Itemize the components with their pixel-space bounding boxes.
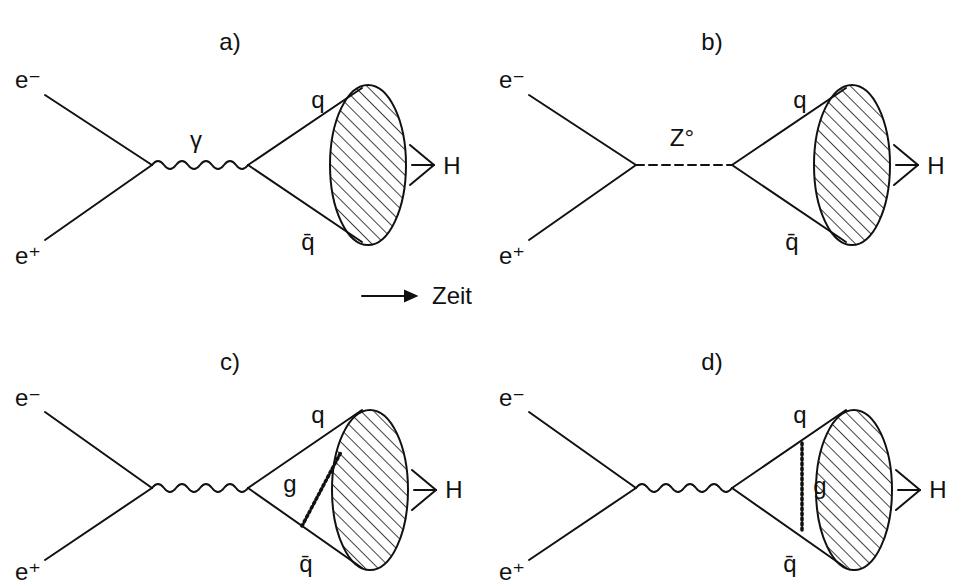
particle-label: e⁻ xyxy=(15,386,41,410)
hadron-label: H xyxy=(929,478,946,502)
particle-label: γ xyxy=(190,128,202,152)
time-axis-label: Zeit xyxy=(432,284,472,308)
particle-label: e⁺ xyxy=(15,560,41,584)
particle-label: q xyxy=(311,88,324,112)
particle-label: e⁺ xyxy=(499,560,525,584)
particle-label: Z° xyxy=(670,126,694,150)
panel-label: b) xyxy=(701,30,722,54)
particle-label: q̄ xyxy=(299,552,312,576)
particle-label: q̄ xyxy=(301,230,314,254)
particle-label: q xyxy=(311,403,324,427)
hadron-label: H xyxy=(443,154,460,178)
particle-label: g xyxy=(283,472,296,496)
particle-label: e⁺ xyxy=(15,244,41,268)
particle-label: q xyxy=(793,403,806,427)
particle-label: q̄ xyxy=(783,552,796,576)
particle-label: e⁺ xyxy=(499,244,525,268)
particle-label: e⁻ xyxy=(15,68,41,92)
hadron-label: H xyxy=(445,478,462,502)
particle-label: g xyxy=(813,474,826,498)
particle-label: e⁻ xyxy=(499,386,525,410)
particle-label: q̄ xyxy=(785,230,798,254)
panel-label: d) xyxy=(701,350,722,374)
panel-label: c) xyxy=(220,350,240,374)
particle-label: q xyxy=(793,88,806,112)
hadron-label: H xyxy=(927,154,944,178)
panel-label: a) xyxy=(219,30,240,54)
particle-label: e⁻ xyxy=(499,68,525,92)
